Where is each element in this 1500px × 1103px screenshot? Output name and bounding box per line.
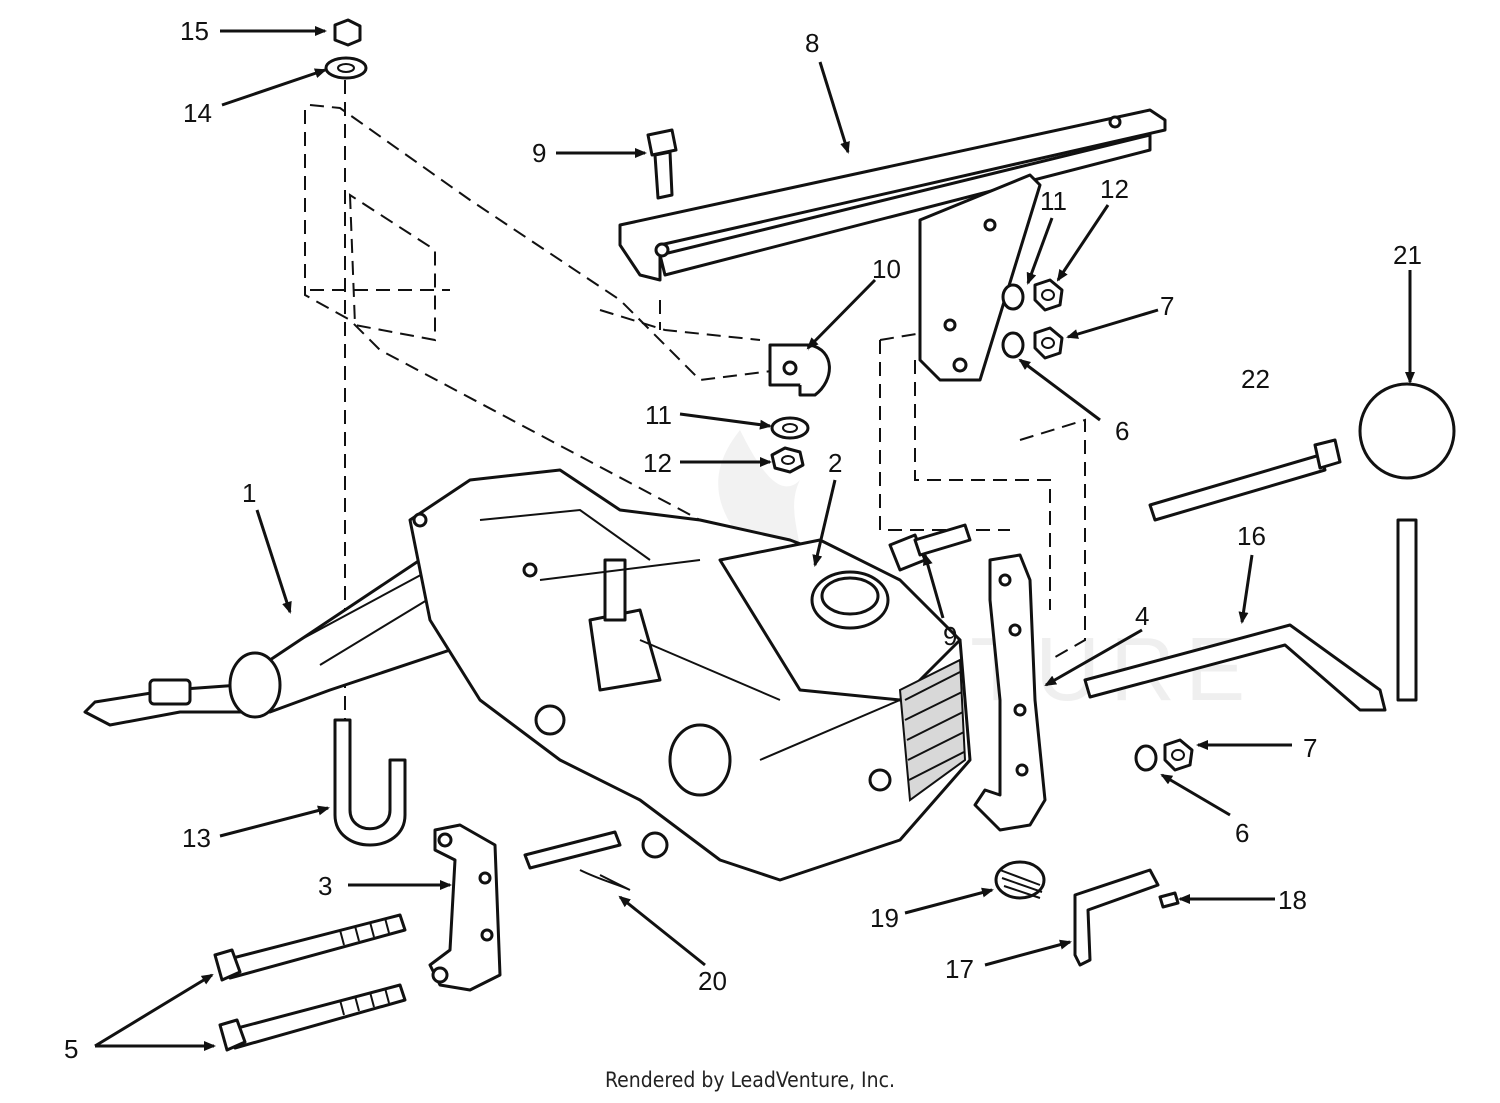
callout-11-left: 11 xyxy=(645,400,672,430)
part-8-channel xyxy=(618,108,1167,382)
callout-12-left: 12 xyxy=(643,448,672,478)
callout-21: 21 xyxy=(1393,240,1422,270)
part-20-pin-clip xyxy=(523,830,631,891)
part-9-bolt-middle xyxy=(888,523,972,572)
callout-2: 2 xyxy=(828,448,842,478)
callout-3: 3 xyxy=(318,871,332,901)
callout-16: 16 xyxy=(1237,521,1266,551)
part-6-washer-upper xyxy=(1001,331,1025,359)
callout-11-right: 11 xyxy=(1040,186,1067,216)
part-11-washer-left xyxy=(770,416,810,440)
part-15-nut-top xyxy=(333,18,362,47)
part-16-rod xyxy=(1083,623,1387,712)
part-12-nut-right xyxy=(1033,278,1064,312)
callout-labels: 15 14 8 9 11 12 21 10 7 22 11 6 12 2 1 1… xyxy=(64,16,1422,1064)
callout-8: 8 xyxy=(805,28,819,58)
callout-14: 14 xyxy=(183,98,212,128)
part-4-bracket xyxy=(973,553,1047,832)
part-21-knob xyxy=(1358,382,1456,702)
part-10-clamp xyxy=(768,343,831,397)
part-2-transaxle-body xyxy=(408,468,972,882)
callout-7-lower: 7 xyxy=(1303,733,1317,763)
part-22-long-bolt xyxy=(1148,438,1342,522)
callout-6-lower: 6 xyxy=(1235,818,1249,848)
part-14-washer-top xyxy=(324,56,368,80)
part-3-bracket xyxy=(428,823,502,992)
part-17-clip xyxy=(1073,868,1160,967)
callout-9-top: 9 xyxy=(532,138,546,168)
callout-22: 22 xyxy=(1241,364,1270,394)
part-7-nut-lower xyxy=(1163,738,1194,772)
part-9-bolt-top xyxy=(646,128,678,200)
callout-20: 20 xyxy=(698,966,727,996)
callout-1: 1 xyxy=(242,478,256,508)
callout-5: 5 xyxy=(64,1034,78,1064)
callout-12-right: 12 xyxy=(1100,174,1129,204)
part-6-washer-lower xyxy=(1134,744,1158,772)
part-11-washer-right xyxy=(1001,283,1025,311)
callout-6-upper: 6 xyxy=(1115,416,1129,446)
callout-13: 13 xyxy=(182,823,211,853)
part-13-u-bolt xyxy=(333,718,407,847)
callout-19: 19 xyxy=(870,903,899,933)
callout-18: 18 xyxy=(1278,885,1307,915)
part-5-bolts xyxy=(213,913,407,1052)
callout-7-upper: 7 xyxy=(1160,291,1174,321)
part-18-pin xyxy=(1158,891,1180,909)
part-19-spring xyxy=(994,860,1046,900)
callout-4: 4 xyxy=(1135,601,1149,631)
callout-15: 15 xyxy=(180,16,209,46)
frame-phantom-outline xyxy=(304,80,1086,720)
callout-leader-lines xyxy=(94,26,1415,1051)
callout-10: 10 xyxy=(872,254,901,284)
footer-credit: Rendered by LeadVenture, Inc. xyxy=(605,1068,895,1092)
part-12-nut-left xyxy=(770,446,805,474)
callout-9-middle: 9 xyxy=(943,621,957,651)
part-7-nut-upper xyxy=(1033,326,1064,360)
callout-17: 17 xyxy=(945,954,974,984)
